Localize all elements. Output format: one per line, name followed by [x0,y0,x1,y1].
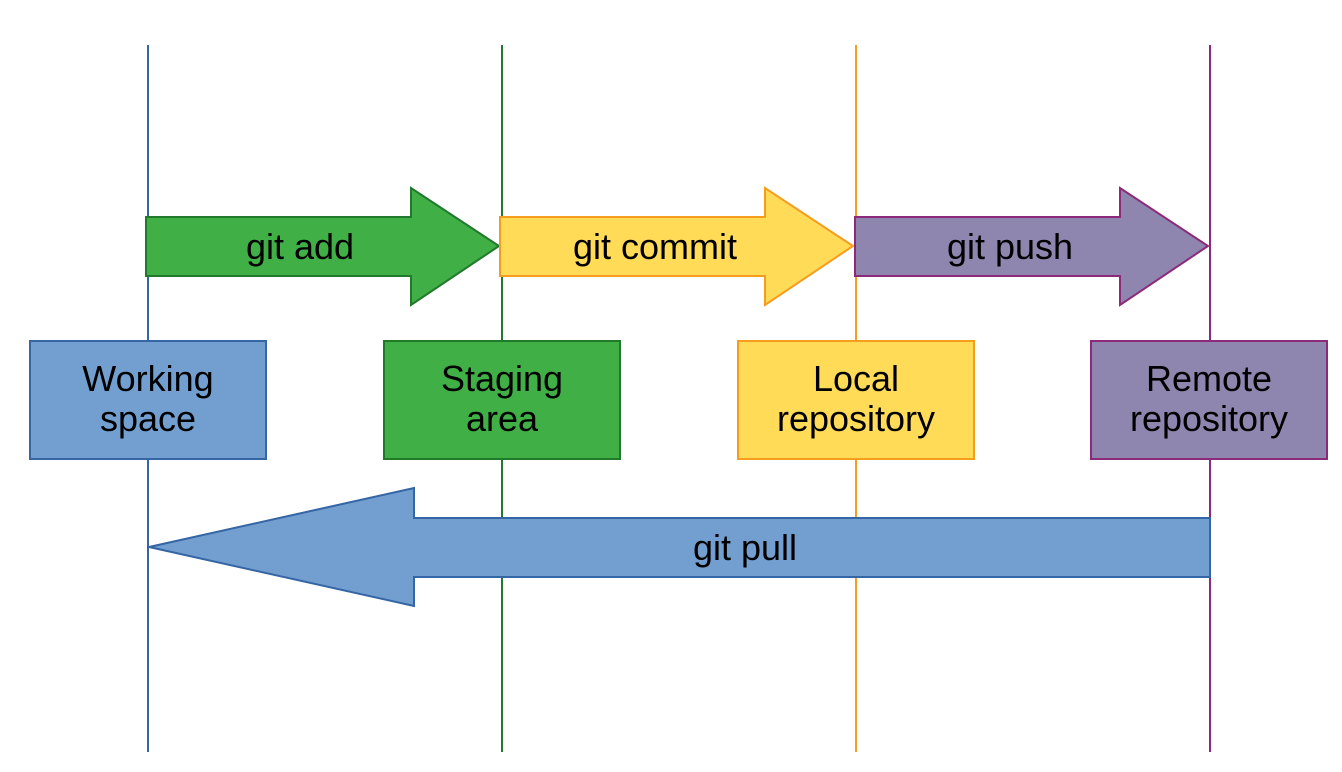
git-add-arrow: git add [145,186,501,307]
git-commit-label: git commit [573,226,737,267]
local-repository-rect [737,340,975,460]
git-pull-arrow-shape [148,486,1211,608]
staging-area-label-line2: area [466,398,539,439]
git-push-label: git push [947,226,1073,267]
remote-repository-label-line2: repository [1130,398,1288,439]
remote-repository-label-line1: Remote [1146,358,1272,399]
remote-repository-box: Remote repository [1090,340,1328,460]
local-repository-label-line2: repository [777,398,935,439]
local-repository-label-line1: Local [813,358,899,399]
git-push-arrow-shape [854,186,1210,307]
working-space-label-line2: space [100,398,196,439]
local-repository-box: Local repository [737,340,975,460]
staging-area-label-line1: Staging [441,358,563,399]
git-push-arrow: git push [854,186,1210,307]
git-pull-label: git pull [693,527,797,568]
working-space-label-line1: Working [82,358,213,399]
working-space-box: Working space [29,340,267,460]
staging-area-box: Staging area [383,340,621,460]
working-space-rect [29,340,267,460]
git-pull-arrow: git pull [148,486,1211,608]
staging-area-rect [383,340,621,460]
git-add-arrow-shape [145,186,501,307]
git-commit-arrow: git commit [499,186,855,307]
remote-repository-rect [1090,340,1328,460]
git-commit-arrow-shape [499,186,855,307]
git-add-label: git add [246,226,354,267]
